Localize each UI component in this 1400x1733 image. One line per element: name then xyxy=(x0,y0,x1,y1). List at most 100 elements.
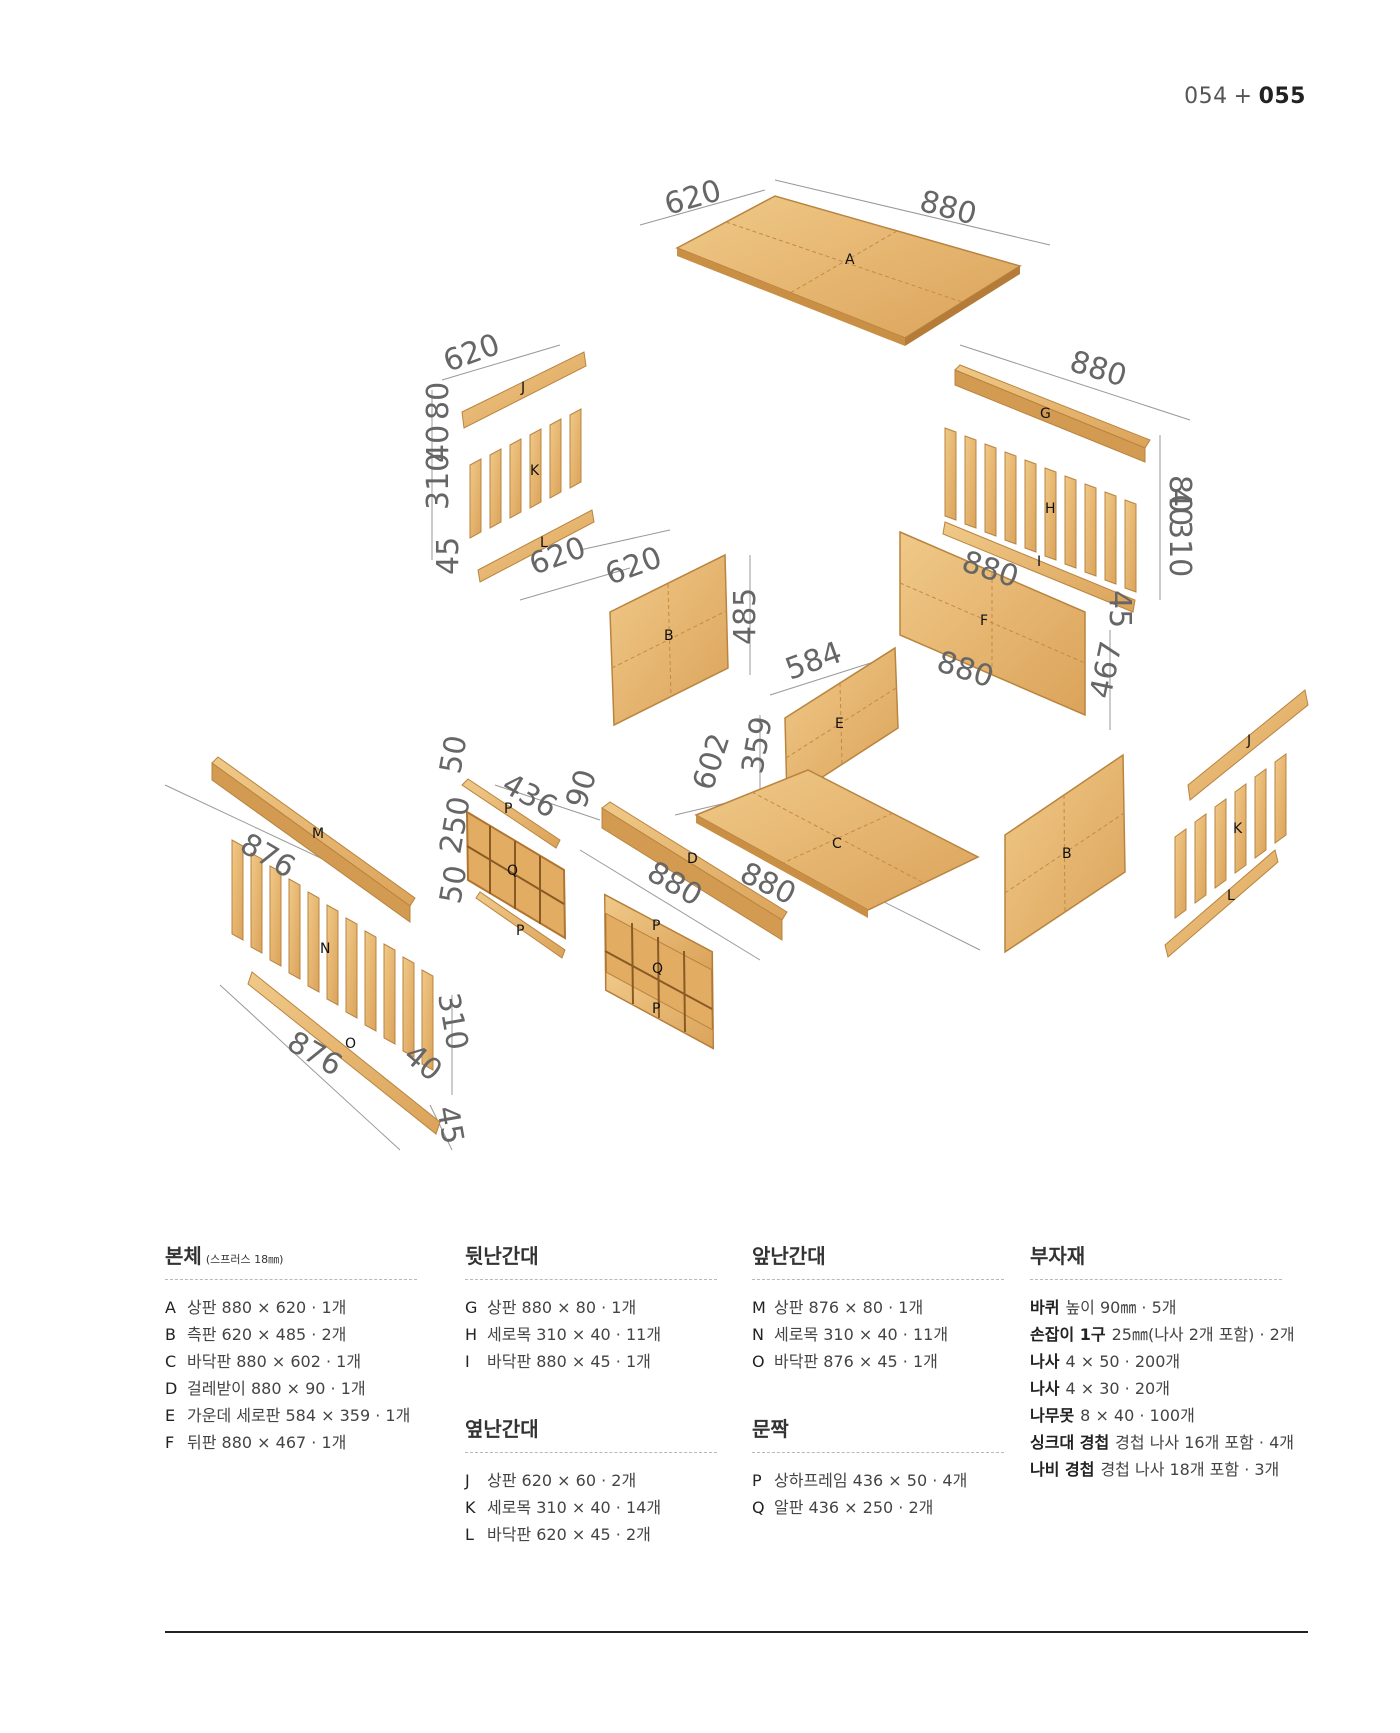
dim-p-h2: 50 xyxy=(433,863,474,907)
part-o: O xyxy=(247,971,441,1135)
dim-h-top: 40 xyxy=(1162,488,1197,526)
legend-front-rail-title: 앞난간대 xyxy=(752,1240,1004,1280)
dim-a-width: 880 xyxy=(916,184,980,233)
legend-body-subtitle: (스프러스 18㎜) xyxy=(205,1253,284,1266)
label-j-right: J xyxy=(1246,733,1251,749)
legend-door-title: 문짝 xyxy=(752,1413,1004,1453)
legend-item-code: E xyxy=(165,1406,176,1425)
part-b-left: B xyxy=(609,553,729,727)
dim-g-h: 80 xyxy=(1162,475,1197,513)
legend-item-code: C xyxy=(165,1352,177,1371)
dim-j-len: 620 xyxy=(439,327,505,379)
exploded-assembly-diagram: A J K L B G xyxy=(164,173,1309,1151)
legend-item-name: 나비 경첩 xyxy=(1030,1460,1095,1479)
legend-item-name: 싱크대 경첩 xyxy=(1030,1433,1110,1452)
legend-item-code: P xyxy=(752,1471,762,1490)
legend-item-code: O xyxy=(752,1352,765,1371)
part-m: M xyxy=(211,756,416,923)
dim-f-h: 467 xyxy=(1084,638,1130,701)
legend-item-text: 상하프레임 436 × 50 · 4개 xyxy=(774,1471,968,1490)
label-q-2: Q xyxy=(652,961,663,977)
part-f-back-board: F xyxy=(899,530,1086,717)
dim-l-len: 620 xyxy=(525,530,591,582)
legend-item-text: 측판 620 × 485 · 2개 xyxy=(187,1325,347,1344)
part-k-left: K xyxy=(469,408,582,539)
legend-item: E 가운데 세로판 584 × 359 · 1개 xyxy=(165,1402,417,1429)
part-door-right: P Q P xyxy=(603,893,715,1050)
page-number: 054+055 xyxy=(1184,84,1306,109)
legend-item-text: 바닥판 876 × 45 · 1개 xyxy=(774,1352,938,1371)
label-n: N xyxy=(320,941,330,957)
legend-item-code: A xyxy=(165,1298,176,1317)
label-b-left: B xyxy=(664,628,674,644)
legend-side-rail-title: 옆난간대 xyxy=(465,1413,717,1453)
label-a: A xyxy=(845,252,855,268)
label-k-right: K xyxy=(1233,821,1243,837)
label-k-left: K xyxy=(530,463,540,479)
legend-item-text: 가운데 세로판 584 × 359 · 1개 xyxy=(187,1406,411,1425)
part-j-right: J xyxy=(1187,689,1309,801)
dim-e-h: 359 xyxy=(735,714,779,776)
legend-item: P 상하프레임 436 × 50 · 4개 xyxy=(752,1467,1004,1494)
legend-item-text: 상판 880 × 80 · 1개 xyxy=(487,1298,637,1317)
part-b-right: B xyxy=(1004,753,1126,954)
legend-item-text: 경첩 나사 18개 포함 · 3개 xyxy=(1100,1460,1280,1479)
part-door-left: P Q P xyxy=(461,778,567,959)
label-e: E xyxy=(835,716,844,732)
legend-item-name: 나사 xyxy=(1030,1379,1060,1398)
legend-item: C 바닥판 880 × 602 · 1개 xyxy=(165,1348,417,1375)
legend-item-text: 바닥판 880 × 602 · 1개 xyxy=(187,1352,362,1371)
label-o: O xyxy=(345,1036,356,1052)
legend-item-code: D xyxy=(165,1379,178,1398)
label-l-right: L xyxy=(1227,888,1235,904)
legend-item-code: J xyxy=(465,1471,470,1490)
legend-hardware-title: 부자재 xyxy=(1030,1240,1282,1280)
legend-item-text: 4 × 50 · 200개 xyxy=(1065,1352,1181,1371)
legend-item-name: 바퀴 xyxy=(1030,1298,1060,1317)
legend-item-code: H xyxy=(465,1325,478,1344)
label-g: G xyxy=(1040,406,1051,422)
legend-item-text: 높이 90㎜ · 5개 xyxy=(1065,1298,1177,1317)
dim-k-top: 40 xyxy=(421,425,456,463)
page-left: 054 xyxy=(1184,84,1228,109)
part-c-bottom-board: C xyxy=(694,769,980,918)
label-m: M xyxy=(312,826,324,842)
dim-j-h: 80 xyxy=(421,382,456,420)
legend-item: O 바닥판 876 × 45 · 1개 xyxy=(752,1348,1004,1375)
part-l-left: L xyxy=(477,509,595,583)
dim-b-h: 485 xyxy=(728,588,763,645)
dim-k-h: 310 xyxy=(421,453,456,510)
legend-item-text: 뒤판 880 × 467 · 1개 xyxy=(187,1433,347,1452)
legend-item-text: 25㎜(나사 2개 포함) · 2개 xyxy=(1111,1325,1295,1344)
page-separator: + xyxy=(1233,84,1253,109)
legend-item: 나비 경첩 경첩 나사 18개 포함 · 3개 xyxy=(1030,1456,1295,1483)
bottom-rule xyxy=(165,1631,1308,1633)
label-h: H xyxy=(1045,501,1056,517)
dim-p-h1: 50 xyxy=(433,733,474,777)
dim-b-w: 620 xyxy=(601,540,667,592)
legend-item-name: 나무못 xyxy=(1030,1406,1075,1425)
